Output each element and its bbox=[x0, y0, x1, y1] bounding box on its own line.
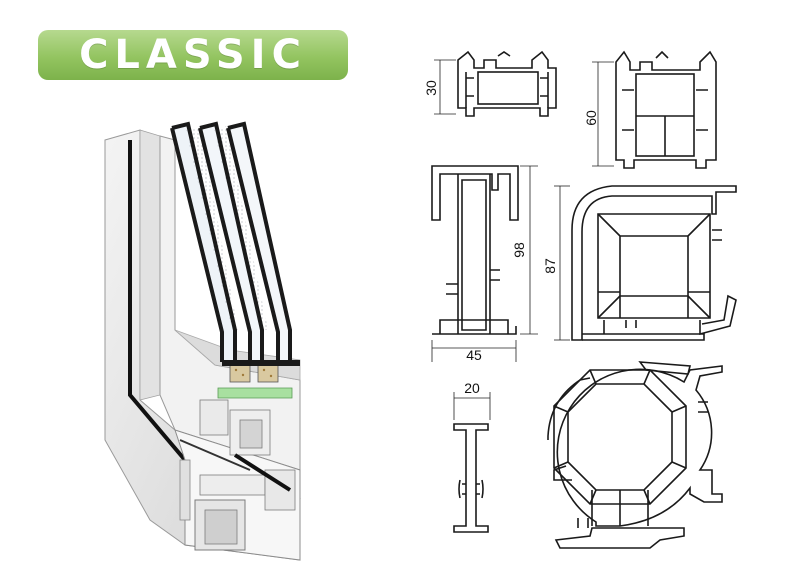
round-profile-drawing bbox=[547, 361, 723, 549]
frame-depth-label: 30 bbox=[423, 80, 439, 96]
corner-profile-drawing bbox=[571, 185, 737, 341]
frame-width-dimension bbox=[431, 340, 517, 362]
frame-section-drawing bbox=[431, 165, 519, 335]
sash-profile-drawing bbox=[615, 50, 717, 169]
mullion-profile-drawing bbox=[453, 423, 489, 533]
mullion-width-label: 20 bbox=[464, 380, 480, 396]
frame-depth-dimension bbox=[434, 59, 456, 115]
sash-depth-label: 60 bbox=[583, 110, 599, 126]
frame-height-dimension bbox=[520, 165, 538, 335]
mullion-width-dimension bbox=[453, 392, 491, 420]
corner-height-dimension bbox=[554, 185, 570, 341]
frame-height-label: 98 bbox=[511, 242, 527, 258]
window-section-illustration bbox=[104, 121, 301, 561]
brand-badge-background bbox=[38, 30, 348, 80]
brand-title: CLASSIC bbox=[79, 32, 307, 78]
corner-height-label: 87 bbox=[542, 258, 558, 274]
frame-width-label: 45 bbox=[466, 347, 482, 363]
brand-badge: CLASSIC bbox=[38, 30, 348, 80]
frame-profile-drawing bbox=[457, 50, 557, 117]
sash-depth-dimension bbox=[592, 61, 614, 167]
